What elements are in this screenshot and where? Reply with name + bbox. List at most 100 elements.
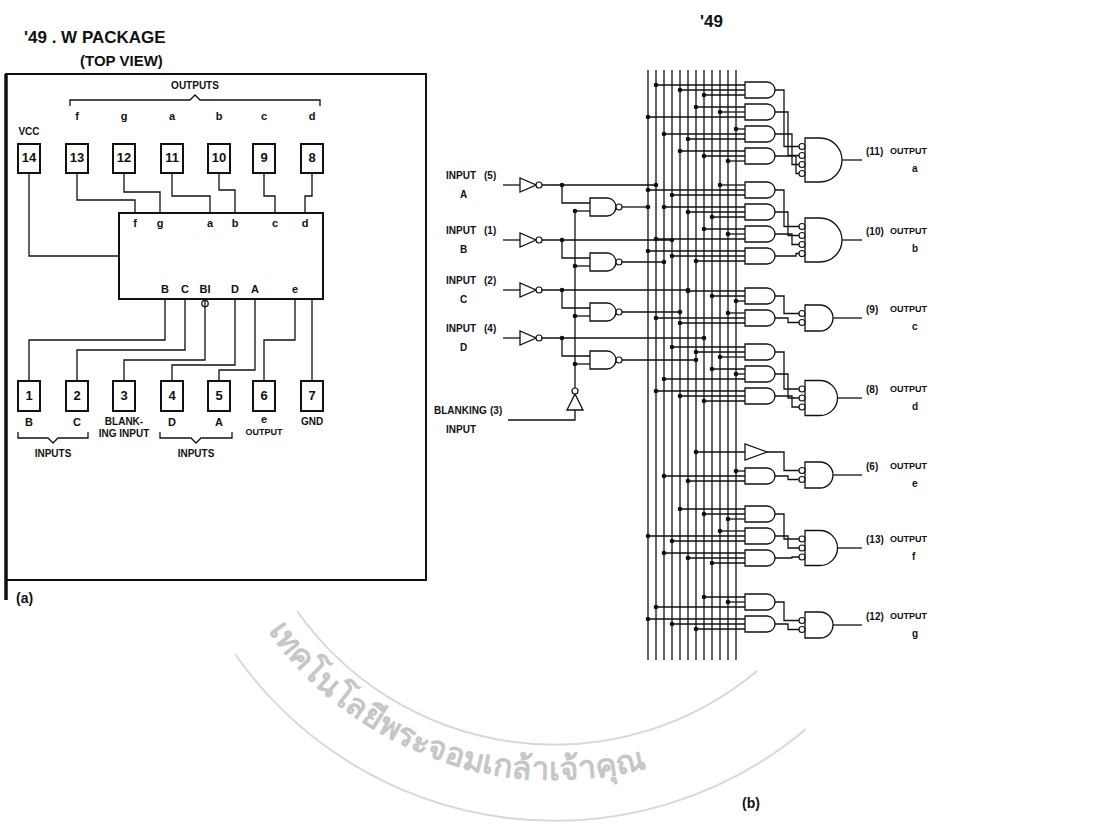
wire	[775, 90, 799, 147]
junction-dot	[670, 193, 675, 198]
wire	[688, 557, 745, 558]
pin-box: 5	[207, 380, 231, 412]
wire	[775, 374, 799, 398]
wire	[688, 211, 745, 212]
pin-wire	[124, 174, 160, 212]
junction-dot	[662, 132, 667, 137]
wire	[720, 111, 745, 112]
input-label: B	[460, 244, 467, 256]
input-label: C	[460, 294, 467, 306]
wire	[712, 562, 745, 563]
bus-line	[679, 70, 680, 660]
wire	[775, 396, 799, 407]
junction-dot	[678, 149, 683, 154]
nor-gate	[805, 612, 833, 638]
inversion-bubble	[799, 618, 805, 624]
and-gate	[745, 468, 775, 484]
output-label: (6)	[866, 461, 878, 473]
wire	[656, 84, 745, 85]
junction-dot	[654, 389, 659, 394]
wire	[672, 255, 745, 256]
pin-number: 10	[212, 151, 226, 165]
bus-line	[695, 70, 696, 660]
wire	[648, 189, 745, 190]
pin-function-label: D	[231, 283, 239, 295]
and-gate	[745, 182, 775, 198]
nor-gate	[805, 531, 838, 566]
wire	[656, 317, 745, 318]
wire	[728, 312, 745, 313]
pin-box: 3	[112, 380, 136, 412]
wire	[775, 190, 799, 227]
inversion-bubble	[572, 388, 578, 394]
junction-dot	[646, 188, 651, 193]
pin-label: b	[216, 110, 223, 123]
junction-dot	[654, 605, 659, 610]
wire	[775, 352, 799, 389]
wire	[688, 138, 745, 139]
inversion-bubble	[799, 171, 805, 177]
junction-dot	[654, 183, 659, 188]
junction-dot	[678, 321, 683, 326]
junction-dot	[718, 529, 723, 534]
wire	[767, 452, 799, 471]
package-frame	[6, 74, 426, 580]
input-label: (2)	[484, 275, 496, 287]
inversion-bubble	[799, 395, 805, 401]
frame-edge	[4, 74, 8, 600]
inversion-bubble	[536, 237, 542, 243]
bus-line	[735, 70, 736, 660]
inversion-bubble	[799, 162, 805, 168]
blanking-inverter	[567, 394, 583, 410]
pin-number: 2	[73, 389, 80, 403]
watermark-text: เทคโนโลยีพระจอมเกล้าเจ้าคุณ	[261, 613, 648, 788]
output-label: OUTPUT	[890, 226, 927, 236]
pin-label: VCC	[18, 126, 39, 138]
junction-dot	[702, 512, 707, 517]
junction-dot	[654, 83, 659, 88]
junction-dot	[710, 561, 715, 566]
pin-number: 11	[165, 151, 179, 165]
pin-number: 6	[260, 389, 267, 403]
nor-gate	[805, 462, 833, 488]
watermark-text-holder: เทคโนโลยีพระจอมเกล้าเจ้าคุณ	[261, 613, 648, 788]
wire	[704, 228, 745, 229]
junction-dot	[694, 358, 699, 363]
diagram-title: '49	[700, 12, 723, 32]
wire	[696, 260, 745, 261]
junction-dot	[686, 210, 691, 215]
wire	[728, 518, 745, 519]
input-label: A	[460, 189, 467, 201]
input-label: D	[460, 342, 467, 354]
inversion-bubble	[799, 224, 805, 230]
output-label: (9)	[866, 304, 878, 316]
junction-dot	[670, 622, 675, 627]
junction-dot	[678, 310, 683, 315]
ic-body: fgabcdBCBIDAe	[118, 212, 324, 300]
pin-wire	[77, 300, 185, 380]
wire	[680, 89, 745, 90]
junction-dot	[678, 88, 683, 93]
wire	[656, 390, 745, 391]
wire	[656, 238, 745, 239]
junction-dot	[662, 474, 667, 479]
junction-dot	[718, 355, 723, 360]
inversion-bubble	[536, 335, 542, 341]
output-wire	[838, 397, 863, 398]
pin-number: 9	[260, 151, 267, 165]
output-label: OUTPUT	[890, 304, 927, 314]
pin-function-label: b	[232, 217, 239, 229]
output-label: e	[912, 478, 918, 490]
and-gate	[745, 82, 775, 98]
pin-wire	[264, 300, 295, 380]
input-label: INPUT	[446, 170, 476, 182]
wire	[775, 476, 799, 480]
pin-label: c	[261, 110, 267, 123]
junction-dot	[726, 600, 731, 605]
output-label: OUTPUT	[890, 146, 927, 156]
pin-number: 14	[22, 151, 36, 165]
wire	[704, 513, 745, 514]
output-wire	[833, 624, 862, 625]
and-gate	[745, 388, 775, 404]
pin-wire	[264, 174, 275, 212]
